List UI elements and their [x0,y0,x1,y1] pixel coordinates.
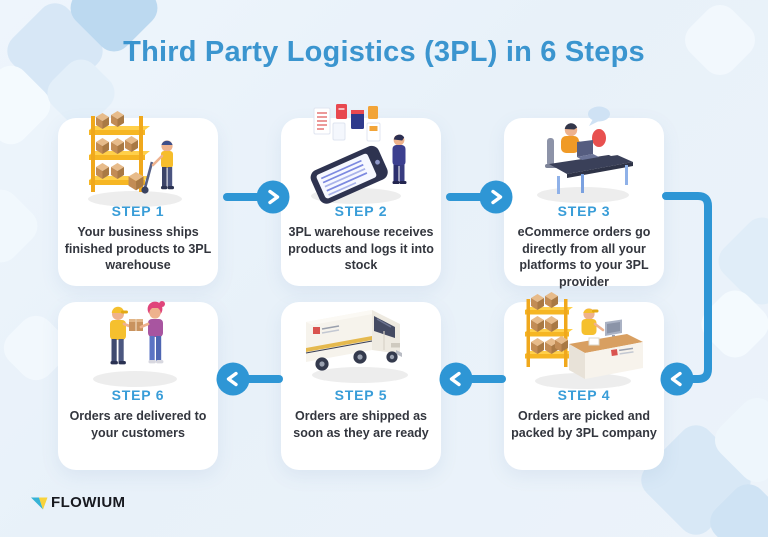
page-title-main: Third Party Logistics (3PL) [123,36,498,68]
person-at-desk-illustration [537,106,633,203]
flowium-logo-text: FLOWIUM [51,494,126,511]
step-card-5: STEP 5 Orders are shipped as soon as the… [281,302,441,470]
chevron-left-icon [449,371,461,387]
background-diamond [0,182,45,270]
phone-inventory-log-illustration [310,104,407,204]
step-card-1-text: STEP 1 Your business ships finished prod… [58,203,218,274]
step-label: STEP 4 [557,387,611,403]
step-card-4-text: STEP 4 Orders are picked and packed by 3… [504,387,664,441]
customer [139,301,165,364]
step-card-2: STEP 2 3PL warehouse receives products a… [281,104,441,286]
warehouse-shelf-and-worker-illustration [88,111,182,207]
page-title: Third Party Logistics (3PL) in 6 Steps [0,36,768,69]
chevron-circle [216,362,250,396]
step-description: Orders are delivered to your customers [69,409,207,440]
page-title-suffix: in 6 Steps [497,36,645,68]
step-label: STEP 1 [111,203,165,219]
step-card-6: STEP 6 Orders are delivered to your cust… [58,301,218,470]
packing-counter-illustration [525,292,643,389]
step-label: STEP 3 [557,203,611,219]
step-card-2-text: STEP 2 3PL warehouse receives products a… [281,203,441,274]
step-description: Orders are shipped as soon as they are r… [293,409,429,440]
package [129,319,143,331]
delivery-truck-illustration [305,310,408,383]
step-card-4: STEP 4 Orders are picked and packed by 3… [504,292,664,470]
step-label: STEP 5 [334,387,388,403]
step-card-1: STEP 1 Your business ships finished prod… [58,111,218,286]
step-description: eCommerce orders go directly from all yo… [517,225,651,289]
chevron-left-icon [670,371,682,387]
chevron-circle [660,362,694,396]
step-description: Orders are picked and packed by 3PL comp… [511,409,657,440]
chevron-left-icon [226,371,238,387]
step-card-3-text: STEP 3 eCommerce orders go directly from… [504,203,664,290]
chevron-circle [439,362,473,396]
step-description: Your business ships finished products to… [64,225,212,272]
chevron-right-icon [268,189,280,205]
step-card-3: STEP 3 eCommerce orders go directly from… [504,106,664,289]
connector-elbow-step3-step4 [662,192,712,383]
step-card-6-text: STEP 6 Orders are delivered to your cust… [58,387,218,441]
flowium-logo: FLOWIUM [31,494,125,511]
step-description: 3PL warehouse receives products and logs… [288,225,434,272]
courier [110,306,134,365]
courier-handing-package-illustration [93,301,177,387]
flowium-logo-icon [31,497,48,510]
step-label: STEP 2 [334,203,388,219]
step-card-5-text: STEP 5 Orders are shipped as soon as the… [281,387,441,441]
chevron-right-icon [491,189,503,205]
step-label: STEP 6 [111,387,165,403]
